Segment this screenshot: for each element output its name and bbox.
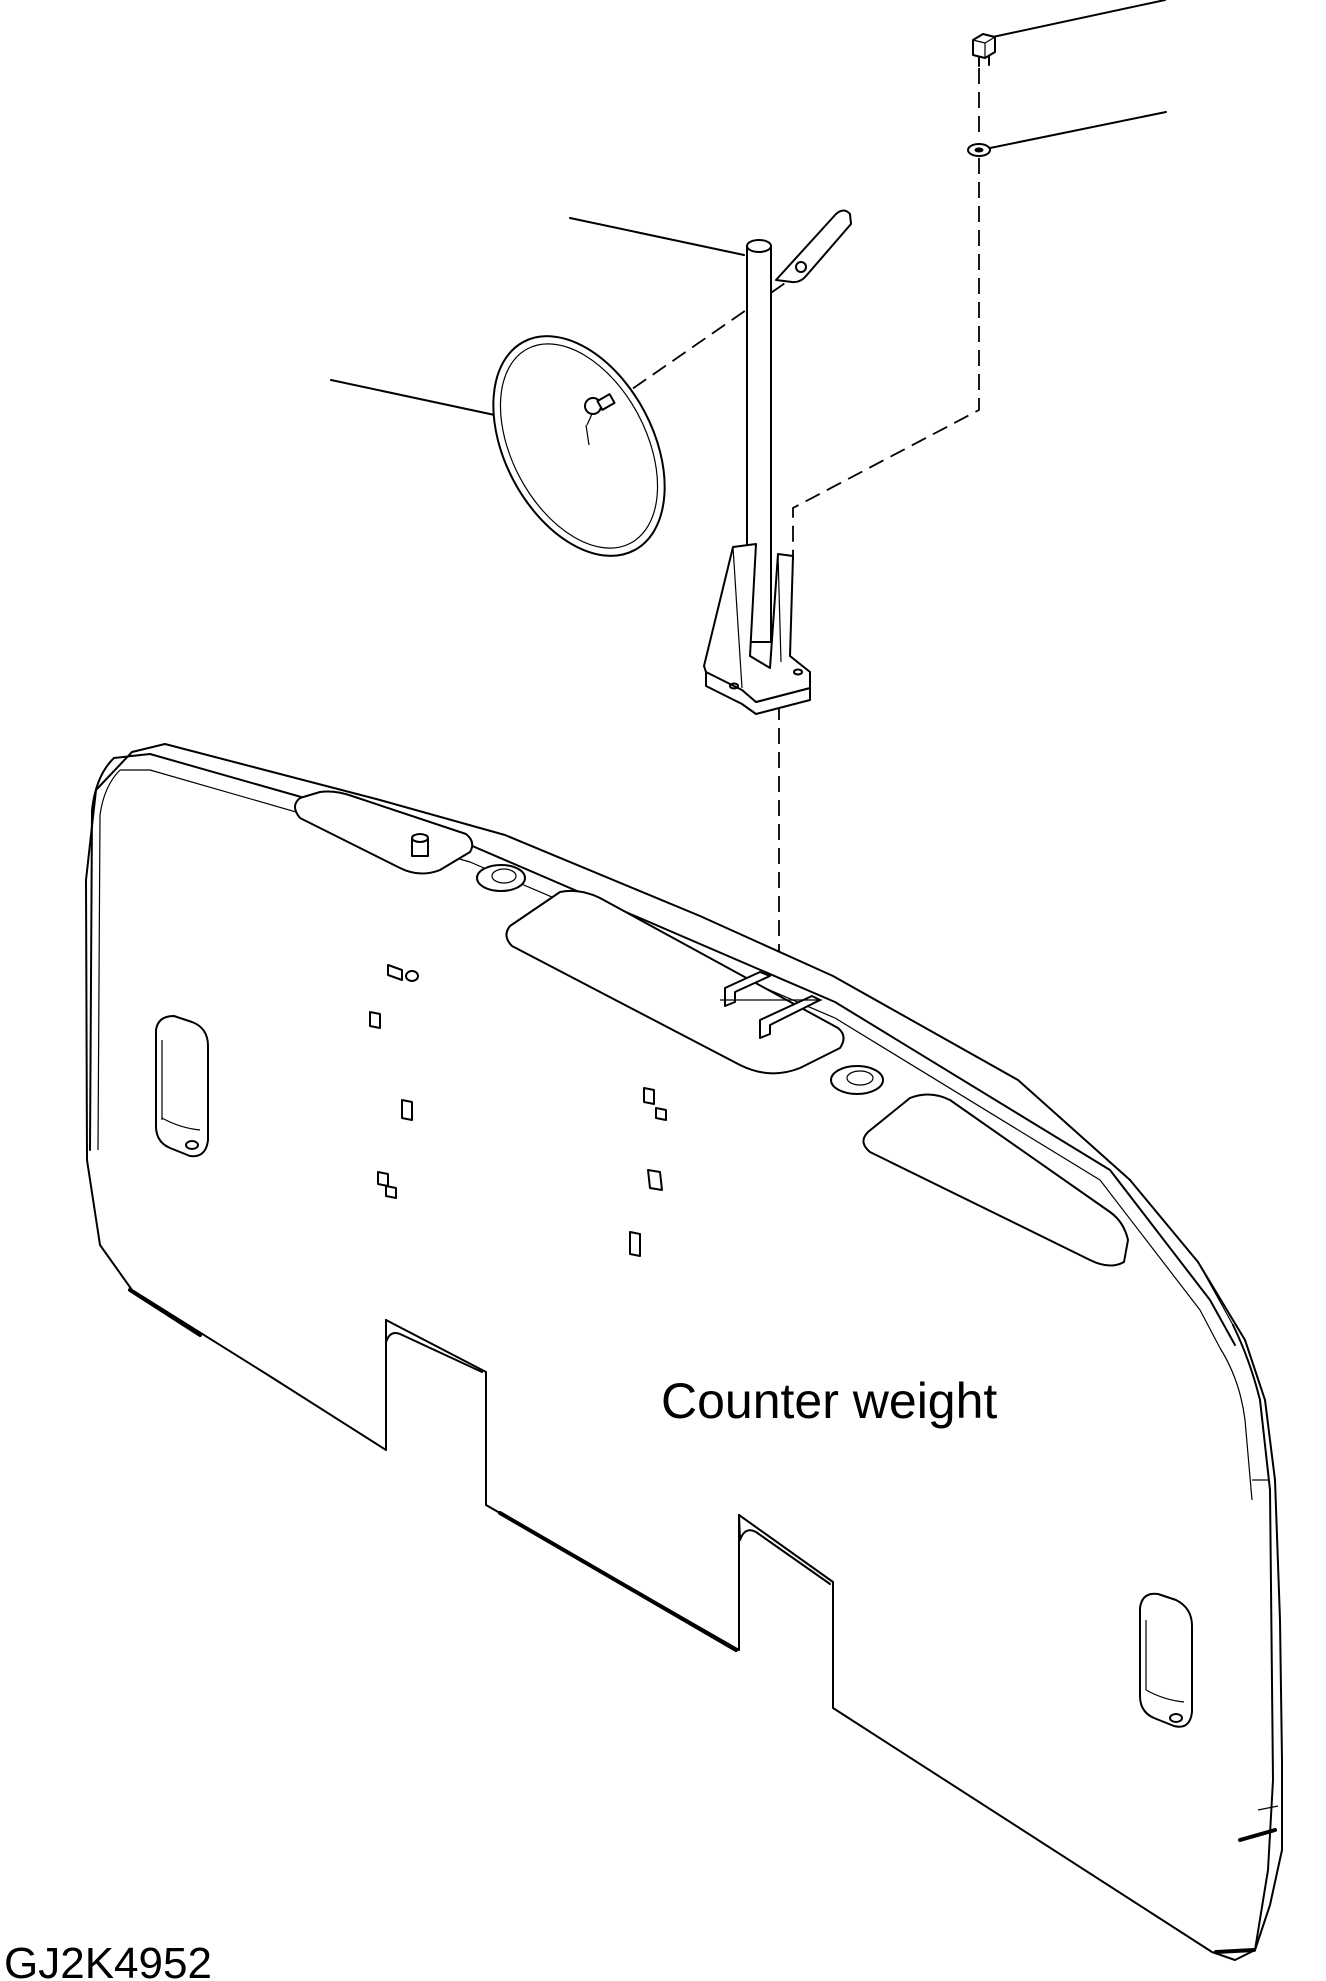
bolt bbox=[972, 33, 996, 67]
leader-line-washer bbox=[989, 111, 1167, 149]
round-mirror bbox=[492, 335, 666, 557]
counter-weight bbox=[85, 743, 1283, 1961]
figure-code: GJ2K4952 bbox=[4, 1939, 212, 1981]
leader-line-bolt bbox=[987, 0, 1166, 39]
leader-line-mirror bbox=[330, 379, 505, 418]
counter-weight-label: Counter weight bbox=[661, 1373, 997, 1429]
leader-line-mirror-stay bbox=[569, 217, 745, 256]
mirror-stay bbox=[703, 209, 852, 715]
leader-lines bbox=[330, 0, 1167, 418]
washer bbox=[967, 143, 991, 157]
mounting-clips bbox=[369, 964, 667, 1257]
assembly-dash-lines bbox=[595, 68, 980, 985]
